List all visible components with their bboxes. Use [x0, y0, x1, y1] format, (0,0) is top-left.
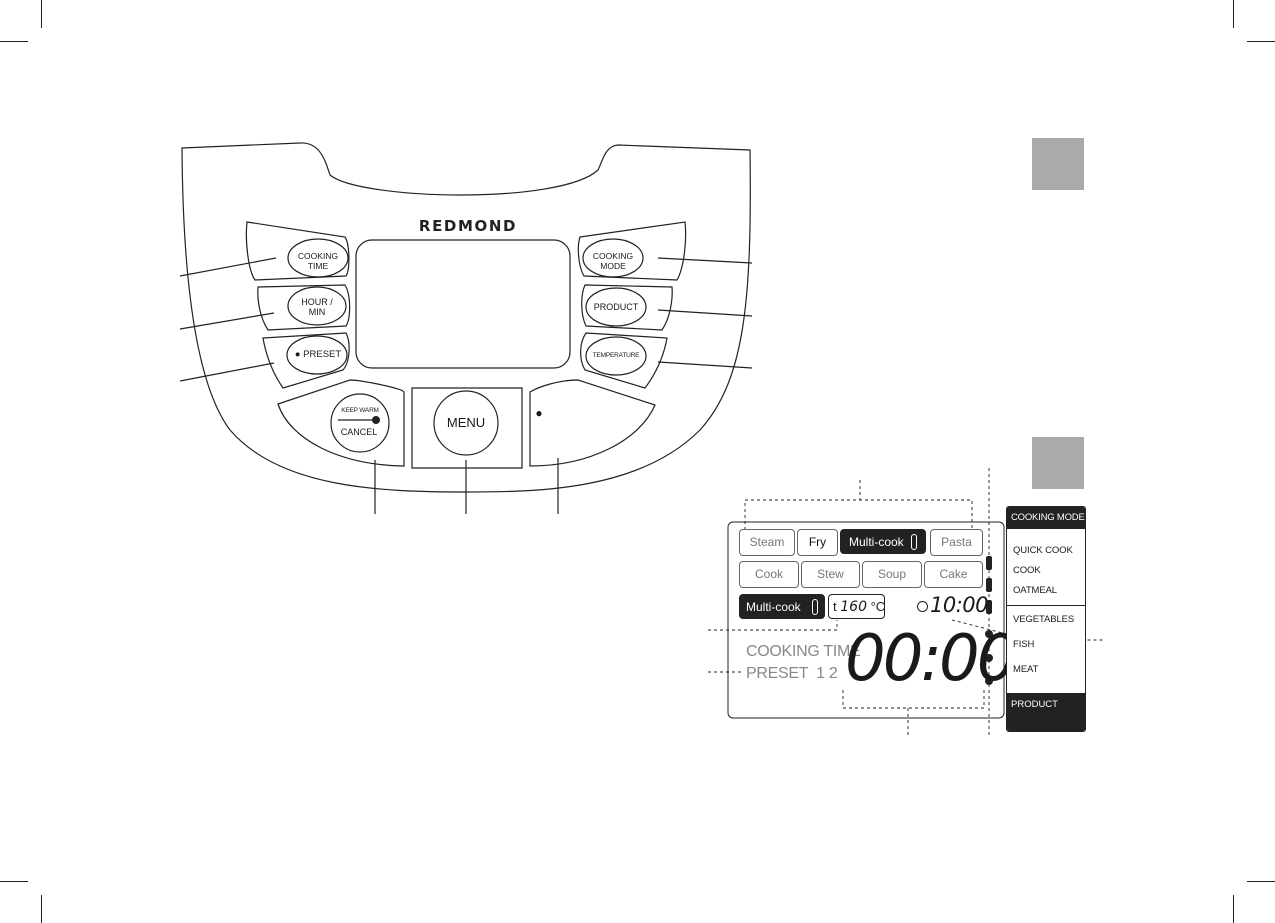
plate-preset: [262, 332, 350, 389]
plate-cancel: [277, 379, 405, 467]
lcd-temperature-unit: °C: [870, 599, 886, 614]
lcd-main-time: 00:00: [845, 622, 1017, 696]
menu-button: [433, 390, 499, 456]
product-button-label[interactable]: PRODUCT: [593, 302, 639, 312]
clock-icon: [917, 601, 928, 612]
hour-min-button: [287, 286, 347, 326]
lcd-temperature-box: t 160 °C: [828, 594, 885, 619]
temperature-button: [585, 336, 647, 376]
mode-product-panel: COOKING MODE QUICK COOK COOK OATMEAL VEG…: [1006, 506, 1086, 732]
cooking-mode-button: [582, 238, 644, 278]
crop-mark: [0, 881, 28, 882]
cancel-label: CANCEL: [340, 427, 378, 437]
plate-start: [529, 379, 656, 467]
plate-temperature: [580, 332, 668, 389]
lcd-mode-steam: Steam: [739, 529, 795, 556]
plate-product: [581, 284, 673, 331]
lcd-mode-pasta: Pasta: [930, 529, 983, 556]
mode-panel-divider: [1007, 605, 1085, 606]
temperature-button-label[interactable]: TEMPERATURE: [592, 352, 640, 359]
mode-panel-item: QUICK COOK: [1013, 545, 1073, 556]
cooking-time-button: [287, 238, 349, 278]
plate-cooking-mode: [577, 221, 687, 281]
product-panel-item: VEGETABLES: [1013, 614, 1075, 625]
crop-mark: [1247, 41, 1275, 42]
mode-panel-item: OATMEAL: [1013, 585, 1057, 596]
lcd-clock-time: 10:00: [930, 593, 989, 617]
crop-mark: [1233, 0, 1234, 28]
plate-hour-min: [257, 284, 351, 331]
lcd-mode-fry: Fry: [797, 529, 838, 556]
brand-logo: REDMOND: [418, 217, 518, 235]
section-tab-lower: [1032, 437, 1084, 489]
keep-warm-label: KEEP WARM: [341, 407, 379, 414]
plate-cooking-time: [245, 221, 350, 281]
lcd-mode-multicook: Multi-cook: [840, 529, 926, 554]
lcd-mode-soup: Soup: [862, 561, 922, 588]
cooking-time-button-label[interactable]: COOKING TIME: [297, 251, 339, 271]
preset-button: [286, 335, 348, 375]
hour-min-button-label[interactable]: HOUR / MIN: [301, 297, 333, 317]
lcd-mode-stew: Stew: [801, 561, 860, 588]
crop-mark: [41, 0, 42, 28]
product-panel-item: FISH: [1013, 639, 1035, 650]
panel-outline: [181, 142, 751, 493]
product-button: [585, 287, 647, 327]
product-panel-item: MEAT: [1013, 664, 1039, 675]
thermometer-icon: [911, 534, 917, 550]
mode-panel-header: COOKING MODE: [1007, 507, 1085, 529]
lcd-multicook-indicator: Multi-cook: [739, 594, 825, 619]
keep-warm-cancel-button: [330, 393, 390, 453]
lcd-mode-cook: Cook: [739, 561, 799, 588]
lcd-mode-cake: Cake: [924, 561, 983, 588]
lcd-cooking-time-label: COOKING TIME: [746, 643, 861, 660]
crop-mark: [41, 895, 42, 923]
lcd-temperature-value: 160: [840, 599, 867, 615]
thermometer-icon: [812, 599, 818, 615]
mode-panel-item: COOK: [1013, 565, 1041, 576]
crop-mark: [0, 41, 28, 42]
preset-button-label[interactable]: ● PRESET: [294, 349, 342, 360]
section-tab-upper: [1032, 138, 1084, 190]
plate-menu: [411, 387, 523, 469]
lcd-preset-label: PRESET 1 2: [746, 665, 838, 682]
cooking-mode-button-label[interactable]: COOKING MODE: [592, 251, 634, 271]
crop-mark: [1247, 881, 1275, 882]
lcd-window: [355, 239, 571, 369]
menu-label[interactable]: MENU: [446, 415, 486, 430]
product-panel-footer: PRODUCT: [1007, 693, 1085, 731]
start-indicator[interactable]: ●: [535, 406, 543, 420]
crop-mark: [1233, 895, 1234, 923]
